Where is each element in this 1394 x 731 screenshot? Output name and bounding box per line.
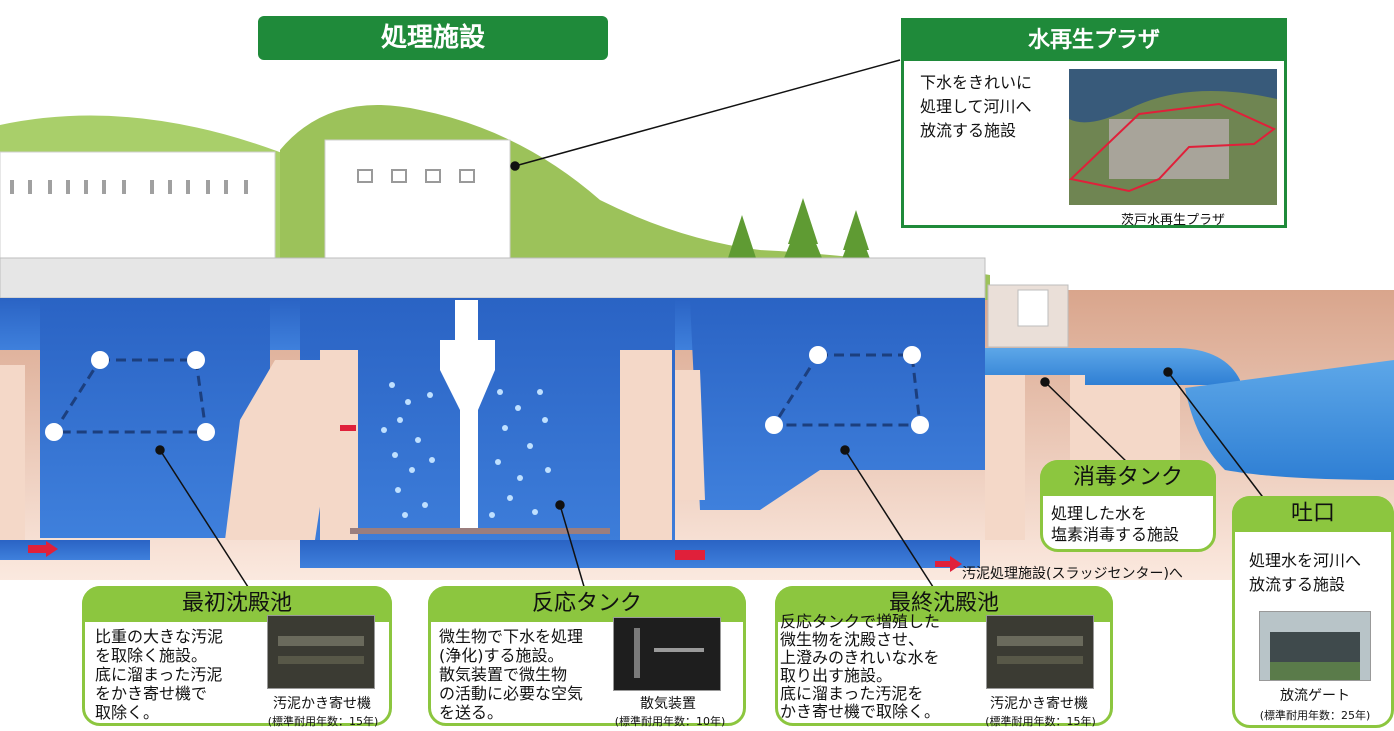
plaza-aerial-photo	[1069, 69, 1277, 205]
river	[1185, 360, 1394, 480]
scraper-photo	[267, 615, 375, 689]
discharge-gate-photo	[1259, 611, 1371, 681]
sludge-arrow-icon	[28, 425, 962, 572]
photo-caption: 汚泥かき寄せ機	[273, 696, 371, 712]
plaza-description: 下水をきれいに 処理して河川へ 放流する施設	[920, 73, 1033, 140]
page-title: 処理施設	[258, 16, 608, 60]
card-heading: 吐口	[1232, 496, 1394, 532]
outlet-card: 吐口 処理水を河川へ 放流する施設 放流ゲート (標準耐用年数：25年)	[1232, 496, 1394, 728]
facility-roof	[0, 257, 986, 299]
reaction-tank-card: 反応タンク 微生物で下水を処理 (浄化)する施設。 散気装置で微生物 の活動に必…	[428, 586, 746, 728]
card-description: 処理水を河川へ 放流する施設	[1249, 551, 1362, 594]
lifespan-label: (標準耐用年数：15年)	[985, 715, 1096, 728]
outlet-channel	[985, 348, 1240, 385]
card-description: 比重の大きな汚泥 を取除く施設。 底に溜まった汚泥 をかき寄せ機で 取除く。	[95, 627, 224, 722]
building-right	[324, 139, 511, 261]
card-heading: 消毒タンク	[1040, 460, 1216, 496]
sludge-scraper-final	[765, 346, 929, 434]
lifespan-label: (標準耐用年数：25年)	[1259, 709, 1371, 722]
disinfection-tank-card: 消毒タンク 処理した水を 塩素消毒する施設	[1040, 460, 1216, 552]
plaza-heading: 水再生プラザ	[904, 21, 1284, 61]
plaza-photo-caption: 茨戸水再生プラザ	[1120, 213, 1225, 228]
photo-caption: 散気装置	[640, 696, 696, 712]
lifespan-label: (標準耐用年数：15年)	[267, 715, 379, 728]
card-description: 反応タンクで増殖した 微生物を沈殿させ、 上澄みのきれいな水を 取り出す施設。 …	[780, 612, 941, 721]
card-heading: 反応タンク	[428, 586, 746, 622]
scraper-photo	[986, 615, 1094, 689]
lifespan-label: (標準耐用年数：10年)	[614, 715, 726, 728]
sludge-scraper-first	[45, 351, 215, 441]
aeration-column	[440, 300, 495, 530]
card-description: 処理した水を 塩素消毒する施設	[1051, 504, 1180, 544]
tank-water	[0, 298, 985, 568]
final-sedimentation-card: 最終沈殿池 反応タンクで増殖した 微生物を沈殿させ、 上澄みのきれいな水を 取り…	[775, 586, 1113, 728]
photo-caption: 放流ゲート	[1280, 688, 1350, 704]
diffuser-photo	[613, 617, 721, 691]
card-description: 微生物で下水を処理 (浄化)する施設。 散気装置で微生物 の活動に必要な空気 を…	[439, 627, 584, 722]
tree-icon	[724, 198, 872, 270]
building-left	[0, 151, 276, 261]
air-bubbles	[381, 382, 551, 518]
sludge-destination-label: 汚泥処理施設(スラッジセンター)へ	[962, 566, 1183, 582]
leader-lines	[155, 59, 1266, 591]
water-reclamation-plaza-panel: 水再生プラザ 下水をきれいに 処理して河川へ 放流する施設 茨戸水再生プラザ	[901, 18, 1287, 228]
primary-sedimentation-card: 最初沈殿池 比重の大きな汚泥 を取除く施設。 底に溜まった汚泥 をかき寄せ機で …	[82, 586, 392, 728]
photo-caption: 汚泥かき寄せ機	[990, 696, 1088, 712]
